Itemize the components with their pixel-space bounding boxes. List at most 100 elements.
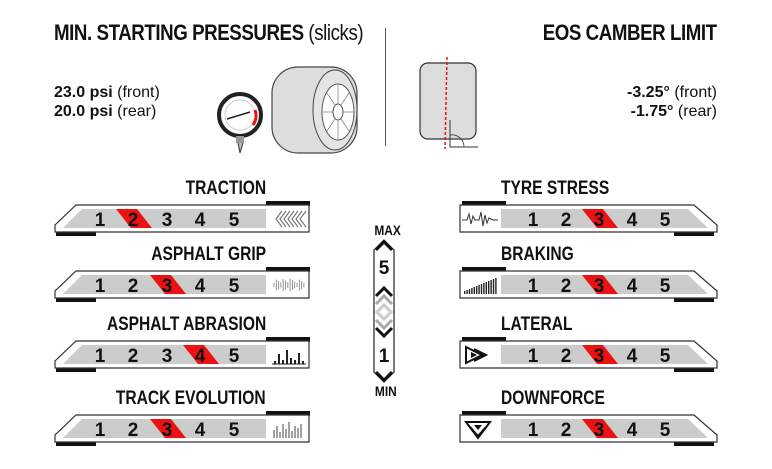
rating-bar-track-evolution: 1 2 3 4 5 bbox=[54, 411, 310, 446]
rating-level-2-selected: 2 bbox=[128, 210, 139, 231]
scale-top-value: 5 bbox=[379, 258, 390, 279]
camber-illustration bbox=[419, 56, 478, 150]
rating-highlight bbox=[582, 419, 618, 438]
gauge-and-tyre-illustration bbox=[217, 66, 358, 154]
rating-level-5: 5 bbox=[660, 420, 671, 441]
rating-level-2: 2 bbox=[561, 420, 572, 441]
rating-level-2: 2 bbox=[561, 210, 572, 231]
rating-level-1: 1 bbox=[528, 420, 539, 441]
front-pressure-label: (front) bbox=[117, 84, 160, 101]
rating-level-3-selected: 3 bbox=[594, 210, 605, 231]
pressures-title: MIN. STARTING PRESSURES (slicks) bbox=[54, 20, 364, 46]
header-divider bbox=[385, 28, 386, 146]
rating-level-2: 2 bbox=[561, 346, 572, 367]
downforce-arrows-icon bbox=[464, 421, 492, 440]
rating-label-asphalt-grip: ASPHALT GRIP bbox=[151, 244, 266, 265]
rating-highlight bbox=[150, 419, 186, 438]
rating-bar-braking: 1 2 3 4 5 bbox=[459, 267, 718, 302]
rating-level-5: 5 bbox=[229, 210, 240, 231]
rating-label-braking: BRAKING bbox=[501, 244, 574, 265]
bar-tab bbox=[266, 201, 310, 206]
rating-label-traction: TRACTION bbox=[185, 178, 266, 199]
front-pressure: 23.0 psi (front) bbox=[54, 83, 160, 103]
rear-pressure-value: 20.0 psi bbox=[54, 103, 113, 120]
rating-highlight bbox=[116, 209, 152, 228]
rating-level-4: 4 bbox=[627, 346, 638, 367]
down-chevron-icon bbox=[374, 370, 394, 383]
rating-level-1: 1 bbox=[528, 210, 539, 231]
rear-pressure-label: (rear) bbox=[117, 103, 157, 120]
front-pressure-value: 23.0 psi bbox=[54, 84, 113, 101]
rating-level-1: 1 bbox=[95, 420, 106, 441]
rating-level-2: 2 bbox=[128, 420, 139, 441]
rating-level-3-selected: 3 bbox=[594, 420, 605, 441]
evolution-bars-icon bbox=[273, 422, 302, 438]
rating-level-4-selected: 4 bbox=[195, 346, 206, 367]
rating-highlight bbox=[582, 275, 618, 294]
rear-camber-label: (rear) bbox=[677, 103, 717, 120]
rating-level-3: 3 bbox=[162, 210, 173, 231]
rating-level-1: 1 bbox=[528, 276, 539, 297]
rear-camber-value: -1.75° bbox=[630, 103, 674, 120]
rating-level-5: 5 bbox=[660, 276, 671, 297]
pressure-gauge-icon bbox=[217, 92, 263, 154]
front-camber-label: (front) bbox=[674, 84, 717, 101]
rating-level-4: 4 bbox=[627, 210, 638, 231]
rating-level-5: 5 bbox=[229, 346, 240, 367]
waveform-icon bbox=[462, 211, 498, 227]
rating-level-1: 1 bbox=[95, 346, 106, 367]
rating-level-4: 4 bbox=[195, 420, 206, 441]
rating-label-downforce: DOWNFORCE bbox=[501, 388, 605, 409]
pressures-title-suffix: (slicks) bbox=[308, 20, 364, 45]
rear-pressure: 20.0 psi (rear) bbox=[54, 102, 156, 122]
rating-level-3-selected: 3 bbox=[162, 276, 173, 297]
front-camber: -3.25° (front) bbox=[627, 83, 717, 103]
rating-label-asphalt-abrasion: ASPHALT ABRASION bbox=[106, 314, 266, 335]
chevrons-icon bbox=[275, 210, 307, 228]
pressures-title-text: MIN. STARTING PRESSURES bbox=[54, 20, 304, 45]
scale-bottom-value: 1 bbox=[379, 346, 390, 367]
rating-bar-downforce: 1 2 3 4 5 bbox=[459, 411, 718, 446]
tyre-icon bbox=[271, 66, 358, 154]
scale-max-label: MAX bbox=[374, 222, 401, 238]
bar-tab bbox=[266, 267, 310, 272]
rating-highlight bbox=[582, 345, 618, 364]
rating-level-5: 5 bbox=[229, 276, 240, 297]
rating-level-2: 2 bbox=[128, 276, 139, 297]
rating-bar-tyre-stress: 1 2 3 4 5 bbox=[459, 201, 718, 236]
rating-level-3-selected: 3 bbox=[594, 276, 605, 297]
rating-level-4: 4 bbox=[627, 420, 638, 441]
rear-camber: -1.75° (rear) bbox=[631, 102, 717, 122]
camber-title: EOS CAMBER LIMIT bbox=[543, 20, 717, 45]
rating-highlight bbox=[150, 275, 186, 294]
rating-highlight bbox=[582, 209, 618, 228]
rating-level-3-selected: 3 bbox=[594, 346, 605, 367]
rating-level-2: 2 bbox=[128, 346, 139, 367]
rating-label-tyre-stress: TYRE STRESS bbox=[501, 178, 610, 199]
abrasion-bars-icon bbox=[272, 350, 306, 365]
bar-tab bbox=[266, 411, 310, 416]
rating-level-5: 5 bbox=[660, 210, 671, 231]
rating-level-4: 4 bbox=[627, 276, 638, 297]
diamond-chevrons-icon bbox=[374, 285, 394, 339]
up-chevron-icon bbox=[374, 239, 394, 252]
rating-level-4: 4 bbox=[195, 210, 206, 231]
rating-label-track-evolution: TRACK EVOLUTION bbox=[116, 388, 266, 409]
rising-bars-icon bbox=[464, 278, 497, 294]
rating-level-5: 5 bbox=[229, 420, 240, 441]
rating-level-3-selected: 3 bbox=[162, 420, 173, 441]
lateral-arrows-icon bbox=[465, 345, 489, 365]
rating-level-1: 1 bbox=[95, 276, 106, 297]
rating-level-3: 3 bbox=[162, 346, 173, 367]
front-camber-value: -3.25° bbox=[627, 84, 670, 101]
scale-legend: 5 1 bbox=[373, 239, 395, 383]
bar-tab bbox=[266, 337, 310, 342]
rating-label-lateral: LATERAL bbox=[501, 314, 573, 335]
rating-level-2: 2 bbox=[561, 276, 572, 297]
grip-lines-icon bbox=[273, 278, 305, 292]
rating-highlight bbox=[183, 345, 219, 364]
